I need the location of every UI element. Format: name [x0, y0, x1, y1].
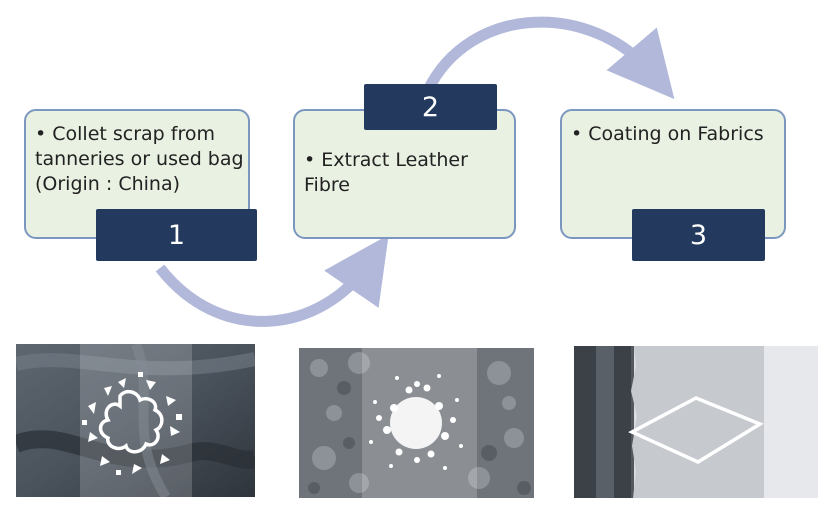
step-3-text: • Coating on Fabrics	[571, 123, 764, 145]
leather-hide-icon	[98, 389, 164, 454]
fabric-coating-photo	[574, 346, 818, 498]
fibre-particles-icon	[369, 374, 463, 470]
step-1-badge: 1	[96, 209, 257, 261]
leather-fibre-photo	[299, 348, 534, 498]
arrow-step1-to-step2	[155, 234, 389, 327]
connector-arrows	[155, 16, 675, 327]
step-2-text: • Extract Leather Fibre	[304, 149, 468, 196]
fabric-coating-icon	[628, 396, 764, 464]
leather-scrap-photo	[16, 344, 255, 497]
arrow-step2-to-step3	[423, 16, 675, 100]
step-3-badge: 3	[632, 209, 765, 261]
step-2-box: • Extract Leather Fibre	[293, 109, 516, 239]
step-1-text: • Collet scrap from tanneries or used ba…	[35, 123, 244, 195]
step-2-badge: 2	[364, 84, 497, 130]
